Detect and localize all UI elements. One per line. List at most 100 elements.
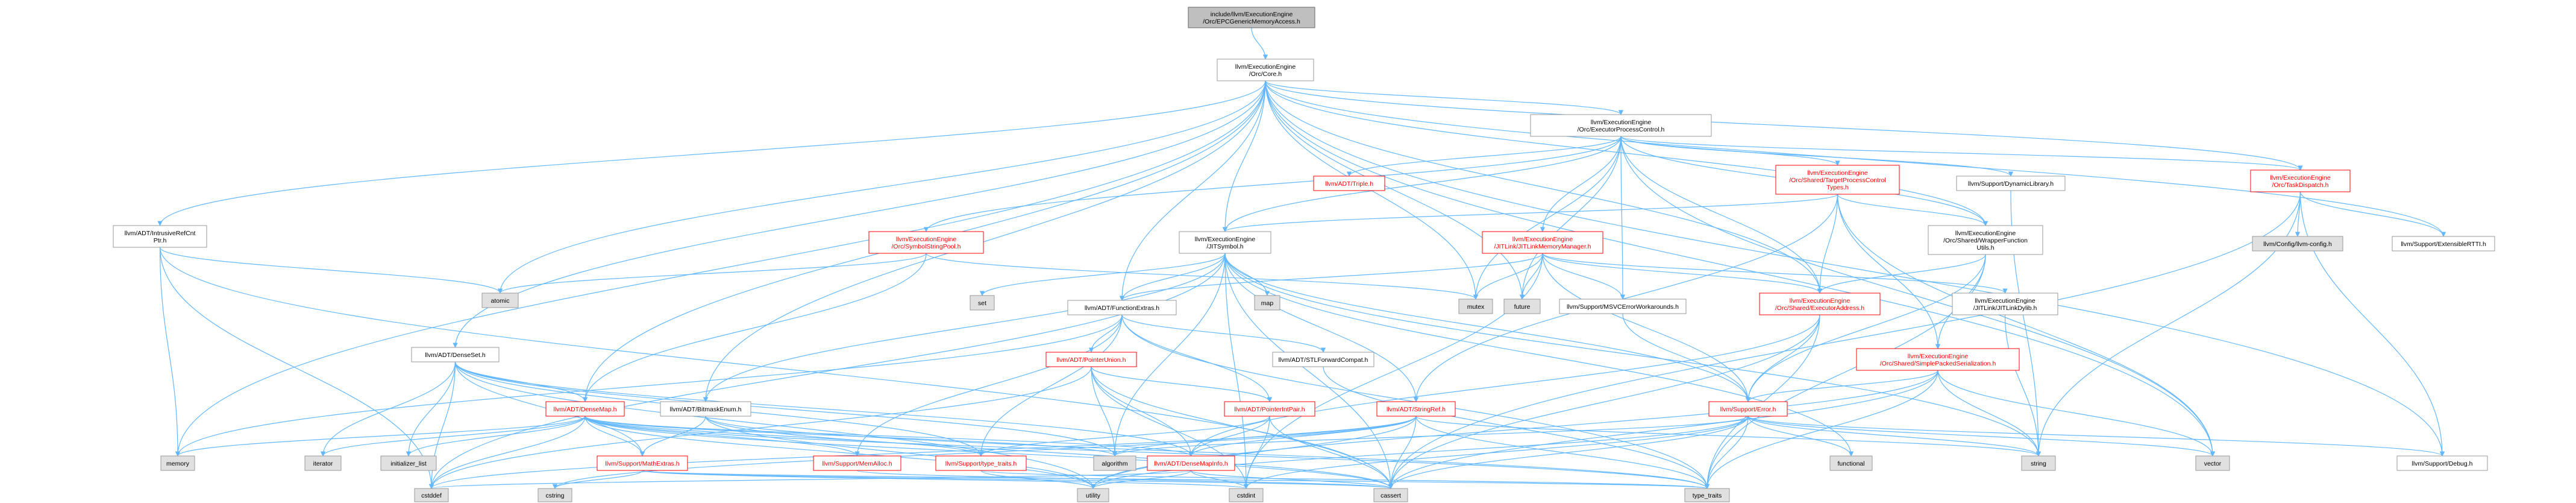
edge-epc-to-msvc <box>1620 136 1626 300</box>
node-bitmask[interactable]: llvm/ADT/BitmaskEnum.h <box>660 401 751 417</box>
node-jitsym[interactable]: llvm/ExecutionEngine/JITSymbol.h <box>1179 231 1271 254</box>
node-set[interactable]: set <box>970 295 995 311</box>
node-box <box>380 455 437 471</box>
node-debug[interactable]: llvm/Support/Debug.h <box>2396 455 2488 471</box>
node-dynlib[interactable]: llvm/Support/DynamicLibrary.h <box>1956 176 2066 191</box>
node-core[interactable]: llvm/ExecutionEngine/Orc/Core.h <box>1217 59 1314 81</box>
node-map[interactable]: map <box>1254 295 1280 311</box>
node-label: mutex <box>1467 303 1485 311</box>
node-densesetH[interactable]: llvm/ADT/DenseSet.h <box>411 347 500 362</box>
node-error[interactable]: llvm/Support/Error.h <box>1708 401 1788 417</box>
node-cstdint[interactable]: cstdint <box>1229 488 1264 502</box>
node-box <box>1530 114 1712 137</box>
node-algorithm[interactable]: algorithm <box>1093 455 1136 471</box>
edge-dmapinfo-to-cassert <box>1190 470 1394 489</box>
node-taskd[interactable]: llvm/ExecutionEngine/Orc/TaskDispatch.h <box>2250 169 2351 192</box>
node-stlfwd[interactable]: llvm/ADT/STLForwardCompat.h <box>1272 352 1374 367</box>
node-extrtti[interactable]: llvm/Support/ExtensibleRTTI.h <box>2392 236 2495 252</box>
node-denseMap[interactable]: llvm/ADT/DenseMap.h <box>545 401 625 417</box>
node-strref[interactable]: llvm/ADT/StringRef.h <box>1376 401 1456 417</box>
edge-ptrunion-to-dmapinfo <box>1091 366 1194 457</box>
edge-ptrunion-to-algorithm <box>1091 366 1118 457</box>
edge-denseMap-to-cstddef <box>428 416 586 489</box>
node-box <box>481 293 519 308</box>
node-cfgh[interactable]: llvm/Config/llvm-config.h <box>2252 236 2343 252</box>
node-box <box>1077 488 1109 502</box>
node-triple[interactable]: llvm/ADT/Triple.h <box>1313 176 1385 191</box>
node-box <box>1956 176 2066 191</box>
node-cstddef[interactable]: cstddef <box>414 488 449 502</box>
node-jitlinkmm[interactable]: llvm/ExecutionEngine/JITLink/JITLinkMemo… <box>1482 231 1603 254</box>
node-memalloc[interactable]: llvm/Support/MemAlloc.h <box>813 455 901 471</box>
edge-jitlinkmm-to-fnext <box>1119 253 1543 301</box>
node-symstr[interactable]: llvm/ExecutionEngine/Orc/SymbolStringPoo… <box>868 231 984 254</box>
node-box <box>597 455 688 471</box>
node-label: cstddef <box>421 492 442 499</box>
node-label: llvm/ExecutionEngine <box>1235 63 1296 71</box>
edge-error-to-vector <box>1747 416 2216 457</box>
node-epc[interactable]: llvm/ExecutionEngine/Orc/ExecutorProcess… <box>1530 114 1712 137</box>
node-memory[interactable]: memory <box>160 455 195 471</box>
edge-jitlinkmm-to-cstdint <box>1243 253 1543 489</box>
node-ptrint[interactable]: llvm/ADT/PointerIntPair.h <box>1224 401 1315 417</box>
node-box <box>935 455 1027 471</box>
node-mutex[interactable]: mutex <box>1458 299 1493 314</box>
edge-dmapinfo-to-utility <box>1090 470 1192 489</box>
node-initlist[interactable]: initializer_list <box>380 455 437 471</box>
node-label: initializer_list <box>390 460 427 467</box>
node-cstring[interactable]: cstring <box>537 488 572 502</box>
edges-layer <box>157 27 2446 489</box>
node-label: llvm/ADT/DenseSet.h <box>425 352 486 359</box>
node-root[interactable]: include/llvm/ExecutionEngine/Orc/EPCGene… <box>1188 7 1315 28</box>
edge-strref-to-algorithm <box>1112 416 1417 457</box>
edge-mathext-to-typetraits <box>642 470 1709 489</box>
node-fnext[interactable]: llvm/ADT/FunctionExtras.h <box>1067 300 1177 315</box>
node-simplepk[interactable]: llvm/ExecutionEngine/Orc/Shared/SimplePa… <box>1856 348 2020 371</box>
edge-strref-to-string <box>1415 416 2041 457</box>
node-label: algorithm <box>1102 460 1127 467</box>
edge-simplepk-to-vector <box>1937 370 2216 457</box>
node-typetraits[interactable]: type_traits <box>1684 488 1730 502</box>
node-box <box>1759 293 1881 315</box>
edge-epc-to-mutex <box>1473 136 1622 300</box>
edge-simplepk-to-cassert <box>1388 370 1938 489</box>
node-vector[interactable]: vector <box>2195 455 2230 471</box>
edge-execaddr-to-error <box>1745 314 1820 402</box>
edge-ptrunion-to-cstddef <box>428 366 1092 489</box>
node-jitdylib[interactable]: llvm/ExecutionEngine/JITLink/JITLinkDyli… <box>1952 293 2058 315</box>
edge-wrapfn-to-execaddr <box>1817 254 1986 294</box>
edge-strref-to-dmapinfo <box>1188 416 1417 457</box>
edge-execaddr-to-cassert <box>1388 314 1820 489</box>
edge-epc-to-vector <box>1620 136 2216 457</box>
node-wrapfn[interactable]: llvm/ExecutionEngine/Orc/Shared/WrapperF… <box>1928 225 2043 255</box>
edge-error-to-cassert <box>1388 416 1749 489</box>
node-iterator[interactable]: iterator <box>304 455 342 471</box>
node-box <box>813 455 901 471</box>
edge-jitsym-to-string <box>1224 253 2042 457</box>
node-ptrunion[interactable]: llvm/ADT/PointerUnion.h <box>1045 352 1137 367</box>
node-label: llvm/ADT/BitmaskEnum.h <box>669 406 741 413</box>
edge-error-to-string <box>1747 416 2042 457</box>
node-tpc[interactable]: llvm/ExecutionEngine/Orc/Shared/TargetPr… <box>1775 165 1900 195</box>
edge-strref-to-typetraits <box>1415 416 1710 489</box>
node-box <box>537 488 572 502</box>
edge-ptrunion-to-cstdint <box>1091 366 1249 489</box>
node-label: llvm/ADT/PointerUnion.h <box>1057 356 1126 364</box>
node-cassert[interactable]: cassert <box>1373 488 1408 502</box>
node-future[interactable]: future <box>1503 299 1541 314</box>
node-utility[interactable]: utility <box>1077 488 1109 502</box>
node-dmapinfo[interactable]: llvm/ADT/DenseMapInfo.h <box>1147 455 1235 471</box>
node-msvc[interactable]: llvm/Support/MSVCErrorWorkarounds.h <box>1559 299 1687 314</box>
node-box <box>1708 401 1788 417</box>
node-atomic[interactable]: atomic <box>481 293 519 308</box>
node-box <box>660 401 751 417</box>
node-functional[interactable]: functional <box>1829 455 1873 471</box>
node-execaddr[interactable]: llvm/ExecutionEngine/Orc/Shared/Executor… <box>1759 293 1881 315</box>
node-label: /Orc/TaskDispatch.h <box>2272 182 2329 189</box>
node-typetr[interactable]: llvm/Support/type_traits.h <box>935 455 1027 471</box>
node-label: llvm/ADT/PointerIntPair.h <box>1234 406 1305 413</box>
node-string[interactable]: string <box>2021 455 2056 471</box>
node-mathext[interactable]: llvm/Support/MathExtras.h <box>597 455 688 471</box>
